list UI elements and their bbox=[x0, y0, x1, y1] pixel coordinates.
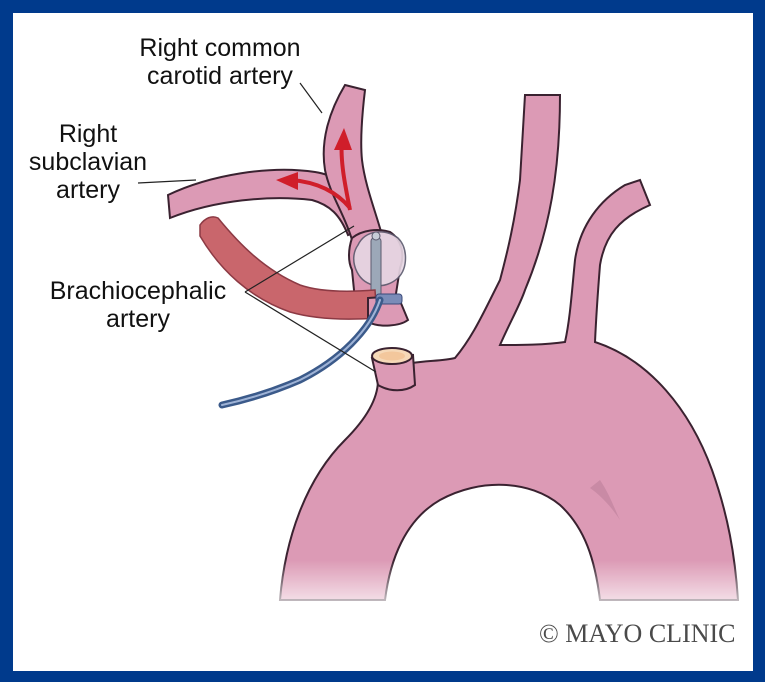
label-line: artery bbox=[18, 176, 158, 204]
bottom-fade bbox=[260, 560, 753, 620]
label-right-subclavian-artery: Right subclavian artery bbox=[18, 120, 158, 204]
copyright-notice: © MAYO CLINIC bbox=[539, 619, 735, 649]
label-line: artery bbox=[33, 305, 243, 333]
stent-tip bbox=[372, 232, 380, 240]
anatomy-illustration bbox=[13, 13, 753, 671]
stent-shaft bbox=[371, 238, 381, 296]
label-line: Brachiocephalic bbox=[33, 277, 243, 305]
leader-brachiocephalic-1 bbox=[245, 226, 354, 292]
label-right-common-carotid-artery: Right common carotid artery bbox=[120, 34, 320, 90]
illustration-panel: Right common carotid artery Right subcla… bbox=[13, 13, 753, 671]
label-line: Right common bbox=[120, 34, 320, 62]
label-brachiocephalic-artery: Brachiocephalic artery bbox=[33, 277, 243, 333]
label-line: carotid artery bbox=[120, 62, 320, 90]
label-line: subclavian bbox=[18, 148, 158, 176]
right-common-carotid-artery-vessel bbox=[324, 85, 382, 240]
stump-lumen-inner bbox=[379, 352, 405, 361]
label-line: Right bbox=[18, 120, 158, 148]
